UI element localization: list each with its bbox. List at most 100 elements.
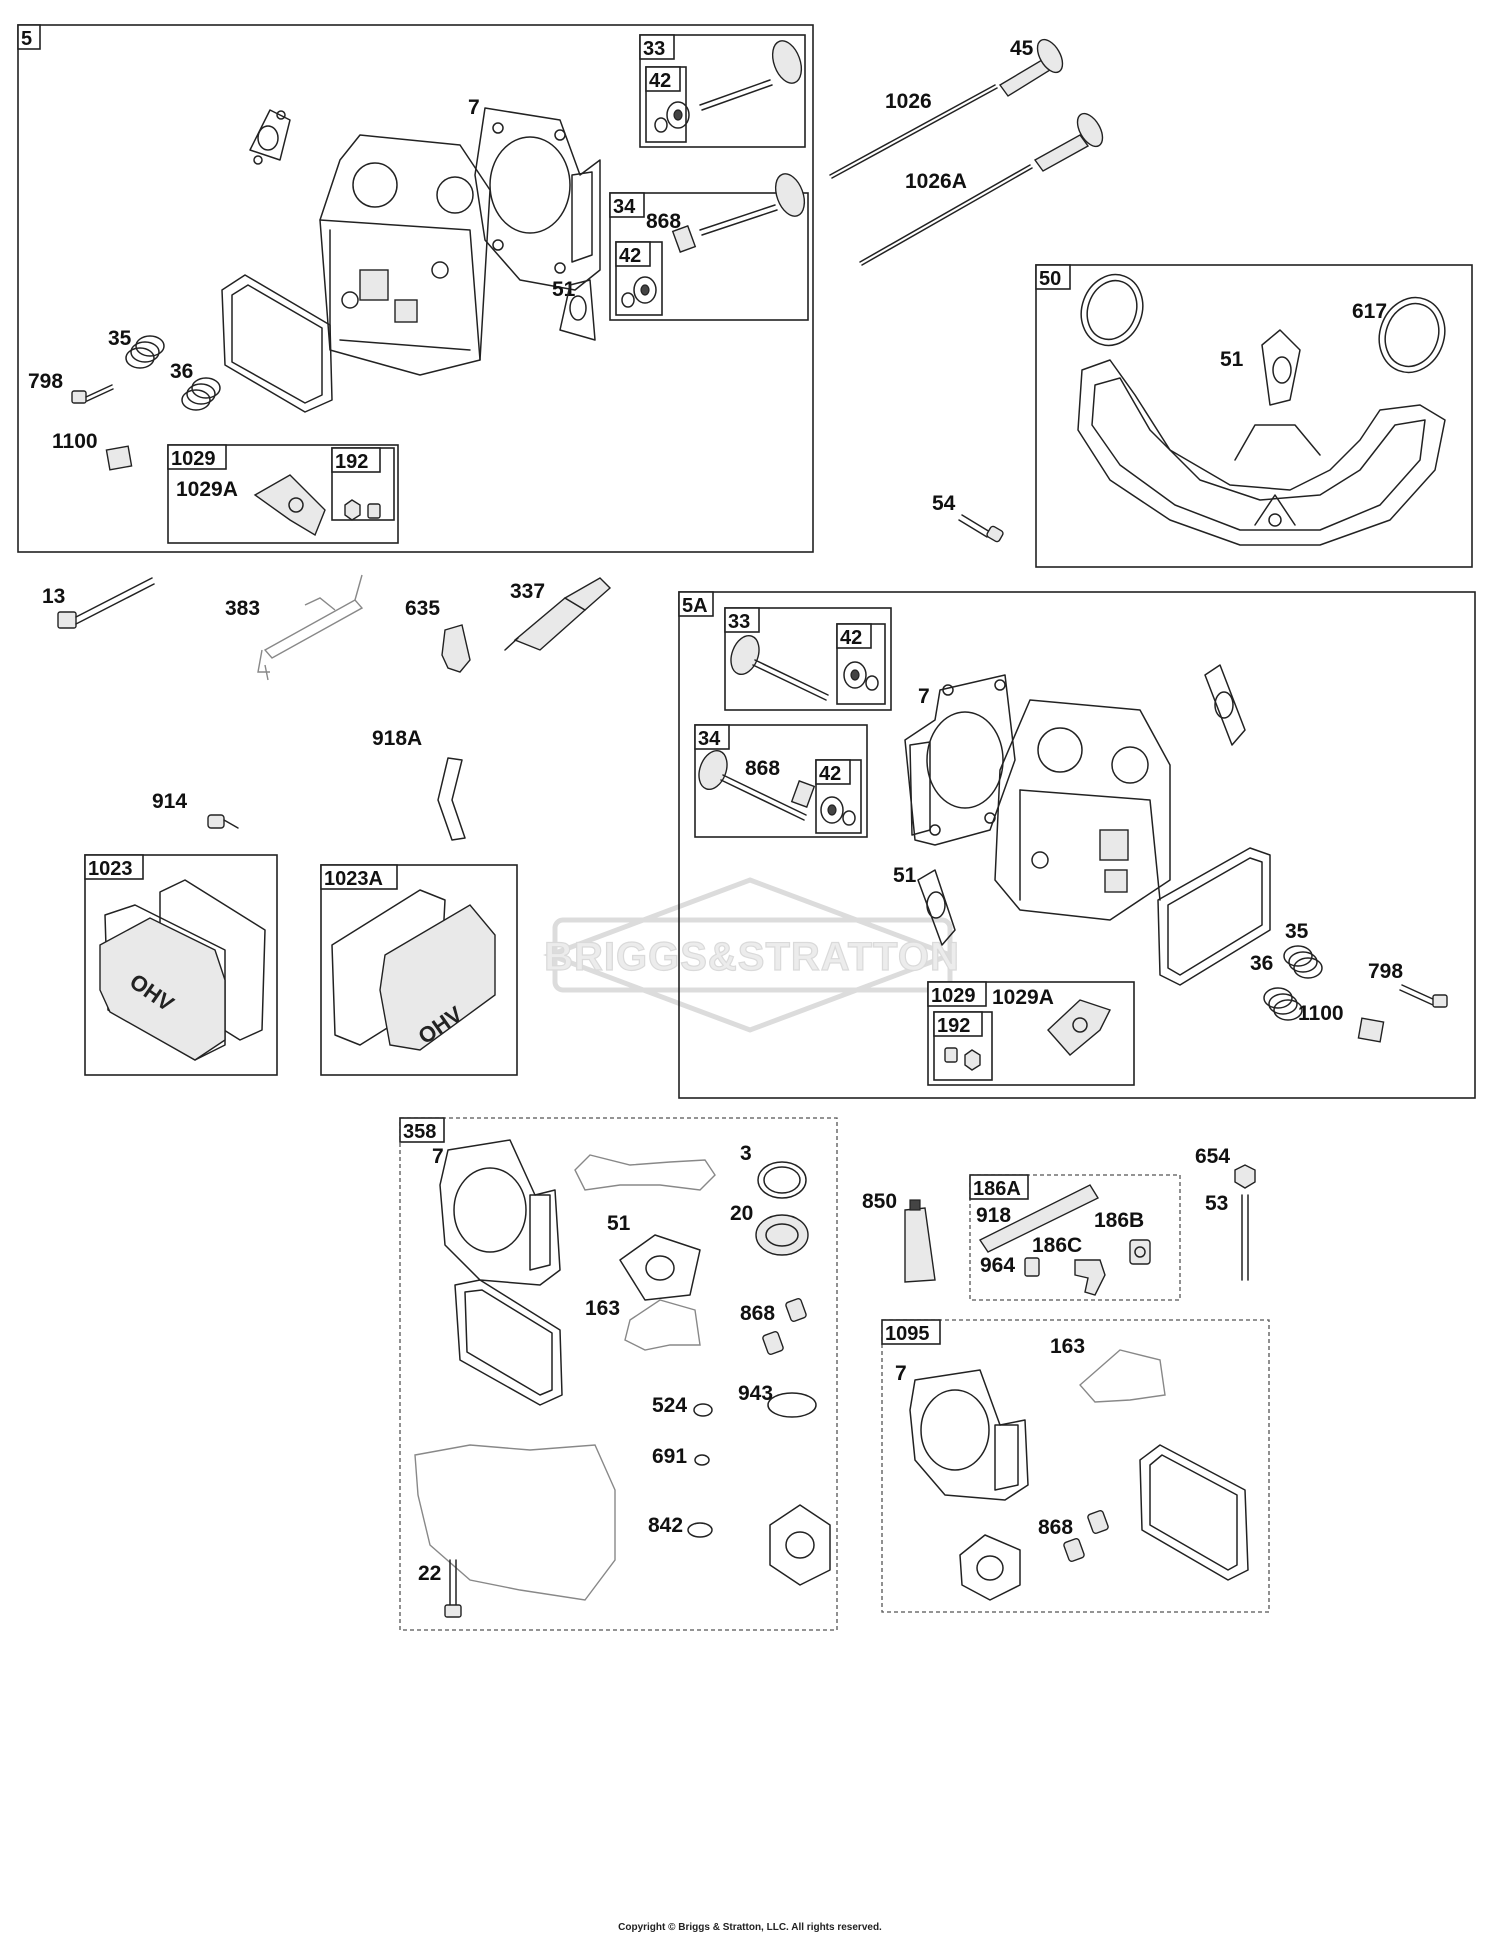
callout-13: 13 — [42, 585, 65, 608]
callout-54: 54 — [932, 492, 956, 515]
callout-943: 943 — [738, 1382, 773, 1405]
callout-186C: 186C — [1032, 1234, 1082, 1257]
lifter-part — [1033, 112, 1104, 172]
spring-part — [1263, 987, 1303, 1021]
loose-parts-area: 13 383 635 337 918A 914 — [42, 574, 612, 841]
group-label-1029: 1029 — [931, 985, 976, 1007]
valve-retainer-part — [843, 661, 879, 691]
callout-868: 868 — [646, 210, 681, 233]
exhaust-flange-gasket-part — [769, 1504, 831, 1586]
push-rods-area: 45 1026 1026A — [829, 37, 1104, 266]
callout-337: 337 — [510, 580, 545, 603]
group-label-192: 192 — [335, 451, 368, 473]
group-label-34: 34 — [698, 728, 721, 750]
callout-918A: 918A — [372, 727, 422, 750]
wire-harness-part — [257, 574, 364, 681]
intake-gasket-part — [619, 1234, 701, 1301]
group-label-42: 42 — [819, 763, 841, 785]
breather-hose-part — [978, 1184, 1099, 1253]
cylinder-head-part — [994, 699, 1171, 921]
head-gasket-part — [474, 107, 601, 291]
callout-51: 51 — [1220, 348, 1244, 371]
callout-7: 7 — [432, 1145, 444, 1168]
briggs-stratton-watermark: BRIGGS&STRATTON — [542, 877, 959, 1033]
callout-798: 798 — [28, 370, 63, 393]
callout-163: 163 — [585, 1297, 620, 1320]
push-rod-part — [859, 164, 1031, 263]
group-label-42: 42 — [840, 627, 862, 649]
callout-7: 7 — [468, 96, 480, 119]
callout-635: 635 — [405, 597, 440, 620]
callout-914: 914 — [152, 790, 187, 813]
valve-cover-gasket-part — [1157, 847, 1271, 986]
grommet-part — [1024, 1257, 1040, 1277]
group-label-1029: 1029 — [171, 448, 216, 470]
rocker-arm-part — [253, 474, 326, 537]
group-label-5A: 5A — [682, 595, 708, 617]
callout-3: 3 — [740, 1142, 752, 1165]
callout-868: 868 — [1038, 1516, 1073, 1539]
screw-part — [207, 814, 239, 829]
group-5A-cylinder-head: 5A 33 42 34 42 868 — [678, 591, 1476, 1099]
group-label-186A: 186A — [973, 1178, 1021, 1200]
callout-51: 51 — [893, 864, 917, 887]
o-ring-part — [767, 1392, 817, 1418]
callout-524: 524 — [652, 1394, 687, 1417]
callout-1029A: 1029A — [176, 478, 238, 501]
washer-part — [693, 1403, 713, 1417]
rocker-arm-part — [1047, 999, 1111, 1056]
intake-valve-part — [671, 173, 806, 253]
callout-1029A: 1029A — [992, 986, 1054, 1009]
exhaust-valve-part — [699, 40, 803, 111]
group-label-1023A: 1023A — [324, 868, 383, 890]
screw-part — [958, 514, 1004, 543]
callout-7: 7 — [918, 685, 930, 708]
valve-cover-gasket-part — [221, 274, 333, 413]
group-5-cylinder-head: 5 33 42 34 42 868 — [17, 24, 814, 553]
manifold-gasket-part — [1080, 273, 1144, 347]
callout-850: 850 — [862, 1190, 897, 1213]
breather-valve-part — [1129, 1239, 1151, 1265]
spring-part — [125, 335, 165, 369]
bolt-part — [444, 1559, 462, 1618]
exhaust-gasket-part — [249, 109, 291, 165]
push-rod-part — [829, 84, 996, 176]
group-1023A-valve-cover: 1023A OHV — [320, 864, 518, 1076]
spring-part — [1283, 945, 1323, 979]
group-label-33: 33 — [643, 38, 665, 60]
callout-51: 51 — [552, 278, 576, 301]
washer-part — [687, 1522, 713, 1538]
group-label-358: 358 — [403, 1121, 436, 1143]
callout-1100: 1100 — [1298, 1002, 1344, 1025]
nut-part — [1234, 1164, 1256, 1189]
carburetor-gasket-part — [624, 1299, 701, 1351]
rocker-nut-part — [944, 1047, 981, 1071]
group-label-1095: 1095 — [885, 1323, 930, 1345]
rocker-nut-part — [344, 499, 381, 521]
breather-tube-part — [437, 757, 466, 841]
manifold-gasket-part — [574, 1154, 716, 1191]
group-label-50: 50 — [1039, 268, 1061, 290]
callout-36: 36 — [170, 360, 193, 383]
crankcase-gasket-part — [414, 1444, 616, 1601]
clip-part — [1357, 1017, 1385, 1043]
callout-842: 842 — [648, 1514, 683, 1537]
lifter-part — [998, 38, 1064, 97]
callout-691: 691 — [652, 1445, 687, 1468]
callout-1026: 1026 — [885, 90, 932, 113]
spark-plug-boot-part — [441, 624, 471, 673]
callout-53: 53 — [1205, 1192, 1228, 1215]
group-label-34: 34 — [613, 196, 636, 218]
callout-22: 22 — [418, 1562, 441, 1585]
sealant-tube-part — [904, 1199, 936, 1283]
intake-valve-part — [698, 749, 816, 821]
seal-part — [757, 1161, 807, 1199]
valve-retainer-part — [820, 796, 856, 826]
valve-cover-gasket-part — [1139, 1444, 1249, 1581]
callout-163: 163 — [1050, 1335, 1085, 1358]
copyright-notice: Copyright © Briggs & Stratton, LLC. All … — [618, 1922, 882, 1933]
group-label-1023: 1023 — [88, 858, 133, 880]
group-label-42: 42 — [649, 70, 671, 92]
callout-35: 35 — [108, 327, 132, 350]
